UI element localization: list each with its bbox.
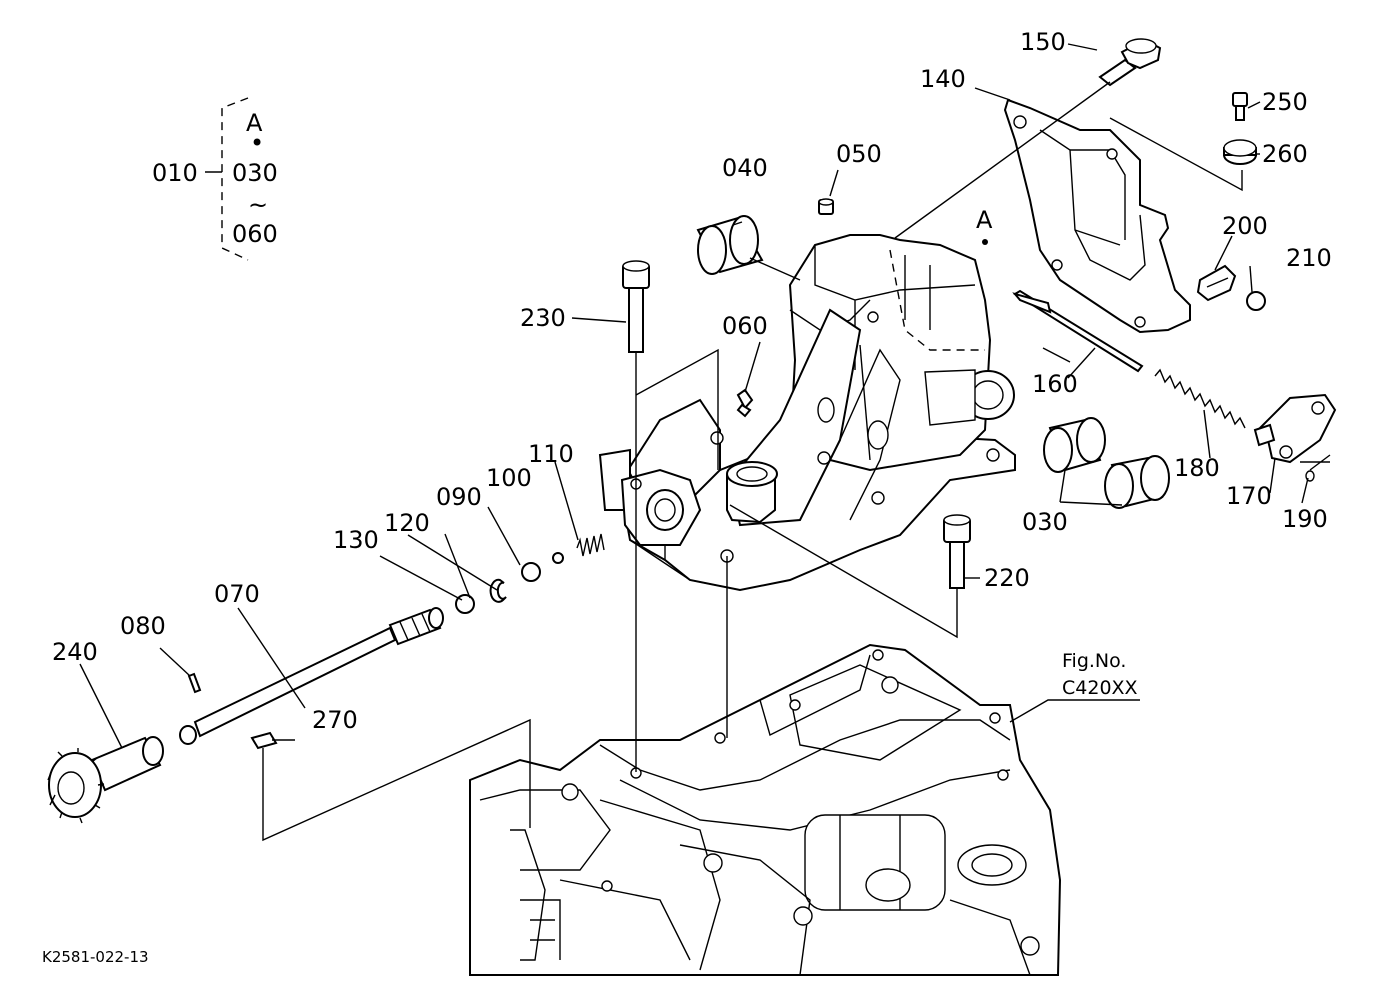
part-230-bolt xyxy=(622,260,650,353)
label-160[interactable]: 160 xyxy=(1032,370,1078,398)
label-080[interactable]: 080 xyxy=(120,612,166,640)
label-010[interactable]: 010 xyxy=(152,159,198,187)
part-100-ball xyxy=(552,552,564,564)
leader-lines xyxy=(79,43,1309,842)
label-040[interactable]: 040 xyxy=(722,154,768,182)
label-240[interactable]: 240 xyxy=(52,638,98,666)
part-220-bolt xyxy=(943,514,971,589)
part-080-pin xyxy=(187,672,202,694)
part-090-oring xyxy=(521,562,541,582)
label-200[interactable]: 200 xyxy=(1222,212,1268,240)
group-bracket: 010 A • 030 ~ 060 xyxy=(152,97,278,261)
label-140[interactable]: 140 xyxy=(920,65,966,93)
part-250-bolt xyxy=(1232,92,1248,121)
part-180-spring xyxy=(1154,368,1246,429)
label-100[interactable]: 100 xyxy=(486,464,532,492)
bracket-dot: • xyxy=(250,129,264,157)
part-160-rod xyxy=(1012,289,1144,373)
label-150[interactable]: 150 xyxy=(1020,28,1066,56)
part-210-ball xyxy=(1246,291,1266,311)
label-250[interactable]: 250 xyxy=(1262,88,1308,116)
fig-ref-line1[interactable]: Fig.No. xyxy=(1062,650,1126,672)
part-110-spring xyxy=(576,533,605,557)
part-030-bushings xyxy=(1043,417,1170,509)
drawing-id: K2581-022-13 xyxy=(42,948,149,966)
marker-a-dot xyxy=(982,239,988,245)
part-120-circlip xyxy=(489,578,507,603)
part-240-knob xyxy=(47,736,164,824)
marker-a-label: A xyxy=(976,206,993,234)
label-bracket-030: 030 xyxy=(232,159,278,187)
label-120[interactable]: 120 xyxy=(384,509,430,537)
label-220[interactable]: 220 xyxy=(984,564,1030,592)
fig-ref-line2[interactable]: C420XX xyxy=(1062,677,1138,699)
part-140-bracket xyxy=(1003,98,1191,334)
label-230[interactable]: 230 xyxy=(520,304,566,332)
bracket-tilde: ~ xyxy=(248,191,268,219)
label-110[interactable]: 110 xyxy=(528,440,574,468)
part-200-clip xyxy=(1196,264,1237,302)
label-060[interactable]: 060 xyxy=(722,312,768,340)
label-bracket-a: A xyxy=(246,109,263,137)
figure-reference[interactable]: Fig.No. C420XX xyxy=(1062,650,1138,699)
label-260[interactable]: 260 xyxy=(1262,140,1308,168)
cover-housing xyxy=(598,234,1016,592)
part-190-pin xyxy=(1300,454,1331,471)
part-150-bolt xyxy=(1098,38,1162,87)
part-170-plate xyxy=(1253,393,1337,464)
part-040-bushing xyxy=(696,215,764,275)
label-190[interactable]: 190 xyxy=(1282,505,1328,533)
part-labels: 150 140 250 260 040 050 200 210 230 060 … xyxy=(52,28,1332,734)
part-270-key xyxy=(250,731,278,750)
label-180[interactable]: 180 xyxy=(1174,454,1220,482)
label-070[interactable]: 070 xyxy=(214,580,260,608)
part-060-fitting xyxy=(736,388,754,418)
label-050[interactable]: 050 xyxy=(836,140,882,168)
label-030[interactable]: 030 xyxy=(1022,508,1068,536)
label-210[interactable]: 210 xyxy=(1286,244,1332,272)
label-170[interactable]: 170 xyxy=(1226,482,1272,510)
label-090[interactable]: 090 xyxy=(436,483,482,511)
label-270[interactable]: 270 xyxy=(312,706,358,734)
part-070-shaft xyxy=(179,607,444,745)
label-130[interactable]: 130 xyxy=(333,526,379,554)
part-050-plug xyxy=(818,198,834,215)
label-bracket-060: 060 xyxy=(232,220,278,248)
part-260-washer xyxy=(1223,139,1257,165)
transmission-case xyxy=(469,643,1062,976)
bracket-line xyxy=(221,97,249,261)
